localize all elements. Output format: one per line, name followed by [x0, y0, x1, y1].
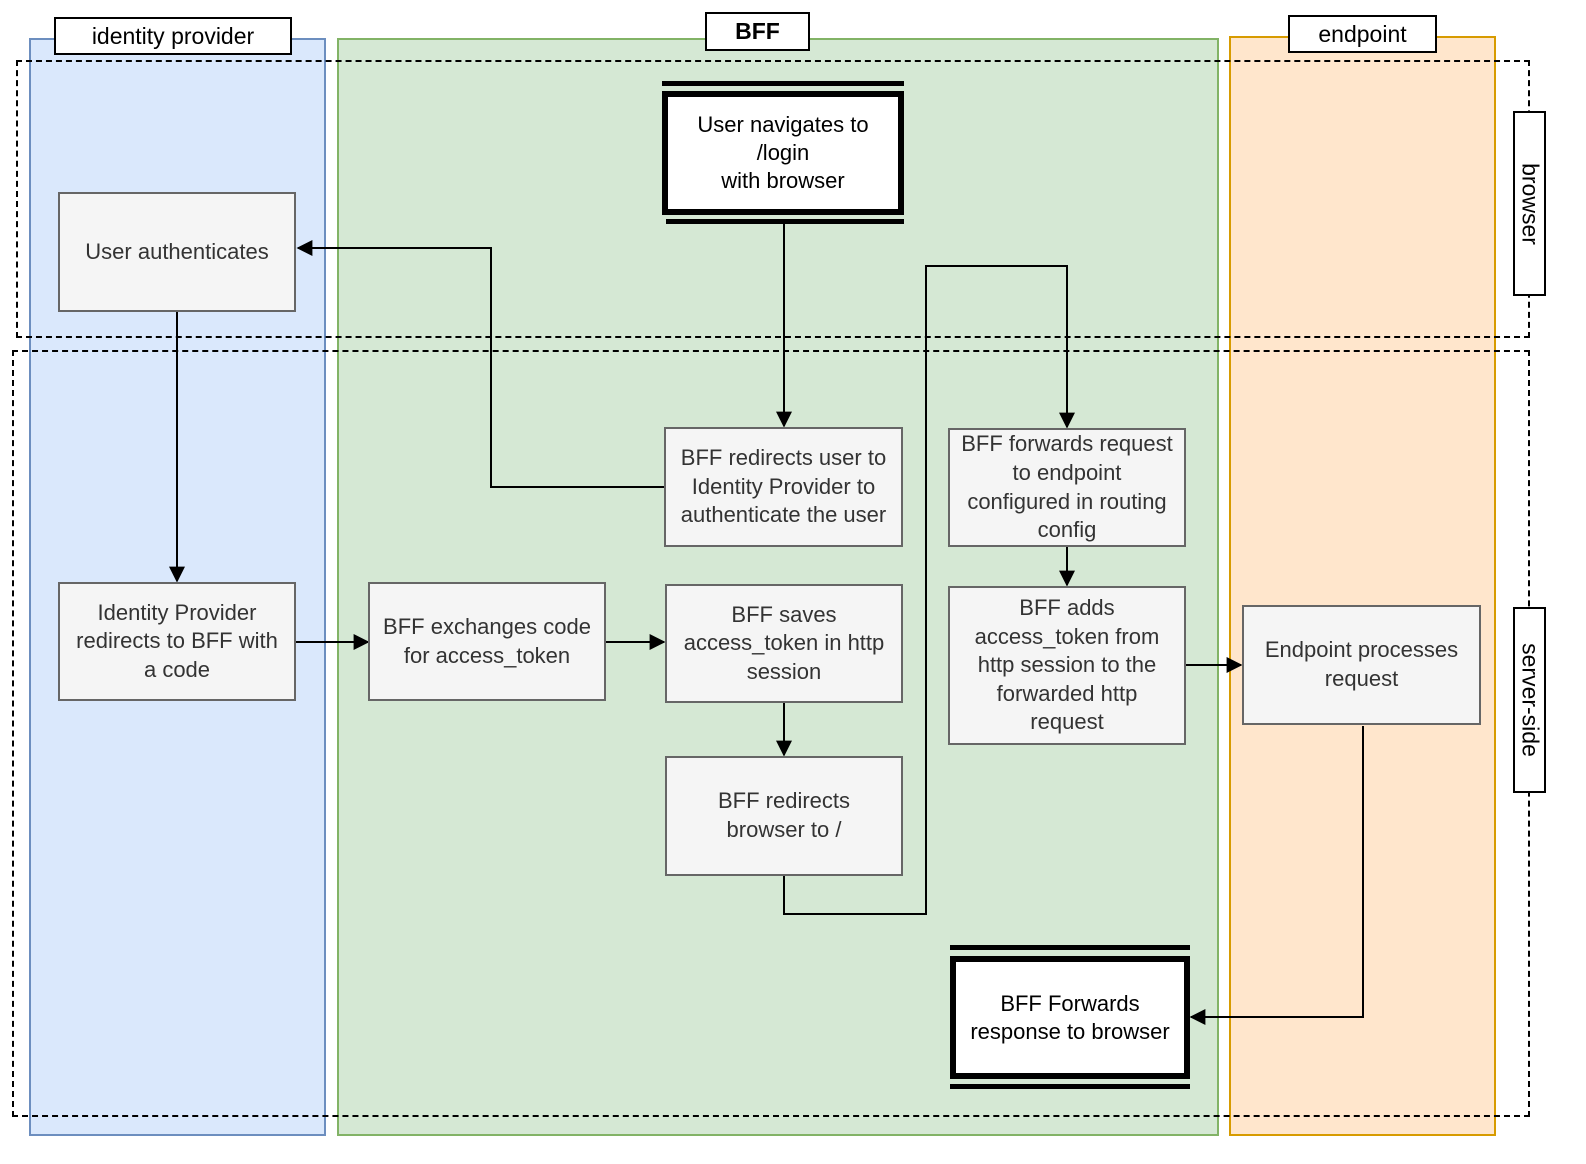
edge-redirect-root-to-forward — [783, 265, 1075, 915]
zone-label-server-side: server-side — [1513, 607, 1546, 793]
terminal-bar-bottom — [666, 219, 904, 224]
lane-title-endpoint: endpoint — [1288, 15, 1437, 53]
node-bff-exchanges-code: BFF exchanges code for access_token — [368, 582, 606, 701]
lane-title-bff: BFF — [705, 12, 810, 51]
lane-title-identity-provider: identity provider — [54, 17, 292, 55]
edge-endpoint-to-forward-response — [1189, 726, 1364, 1025]
node-user-authenticates: User authenticates — [58, 192, 296, 312]
node-user-navigates-login: User navigates to /login with browser — [662, 91, 904, 215]
terminal-bar-top — [662, 81, 904, 86]
lane-endpoint — [1229, 36, 1496, 1136]
node-bff-forwards-response: BFF Forwards response to browser — [950, 956, 1190, 1079]
node-bff-adds-token: BFF adds access_token from http session … — [948, 586, 1186, 745]
node-bff-saves-token: BFF saves access_token in http session — [665, 584, 903, 703]
terminal-bar-bottom — [950, 1084, 1190, 1089]
node-endpoint-processes: Endpoint processes request — [1242, 605, 1481, 725]
node-bff-redirects-to-idp: BFF redirects user to Identity Provider … — [664, 427, 903, 547]
node-idp-redirects-with-code: Identity Provider redirects to BFF with … — [58, 582, 296, 701]
node-bff-forwards-request: BFF forwards request to endpoint configu… — [948, 428, 1186, 547]
node-bff-redirects-root: BFF redirects browser to / — [665, 756, 903, 876]
terminal-bar-top — [950, 945, 1190, 950]
zone-label-browser: browser — [1513, 111, 1546, 296]
edge-bff-redirect-to-user-authenticates — [296, 240, 666, 488]
